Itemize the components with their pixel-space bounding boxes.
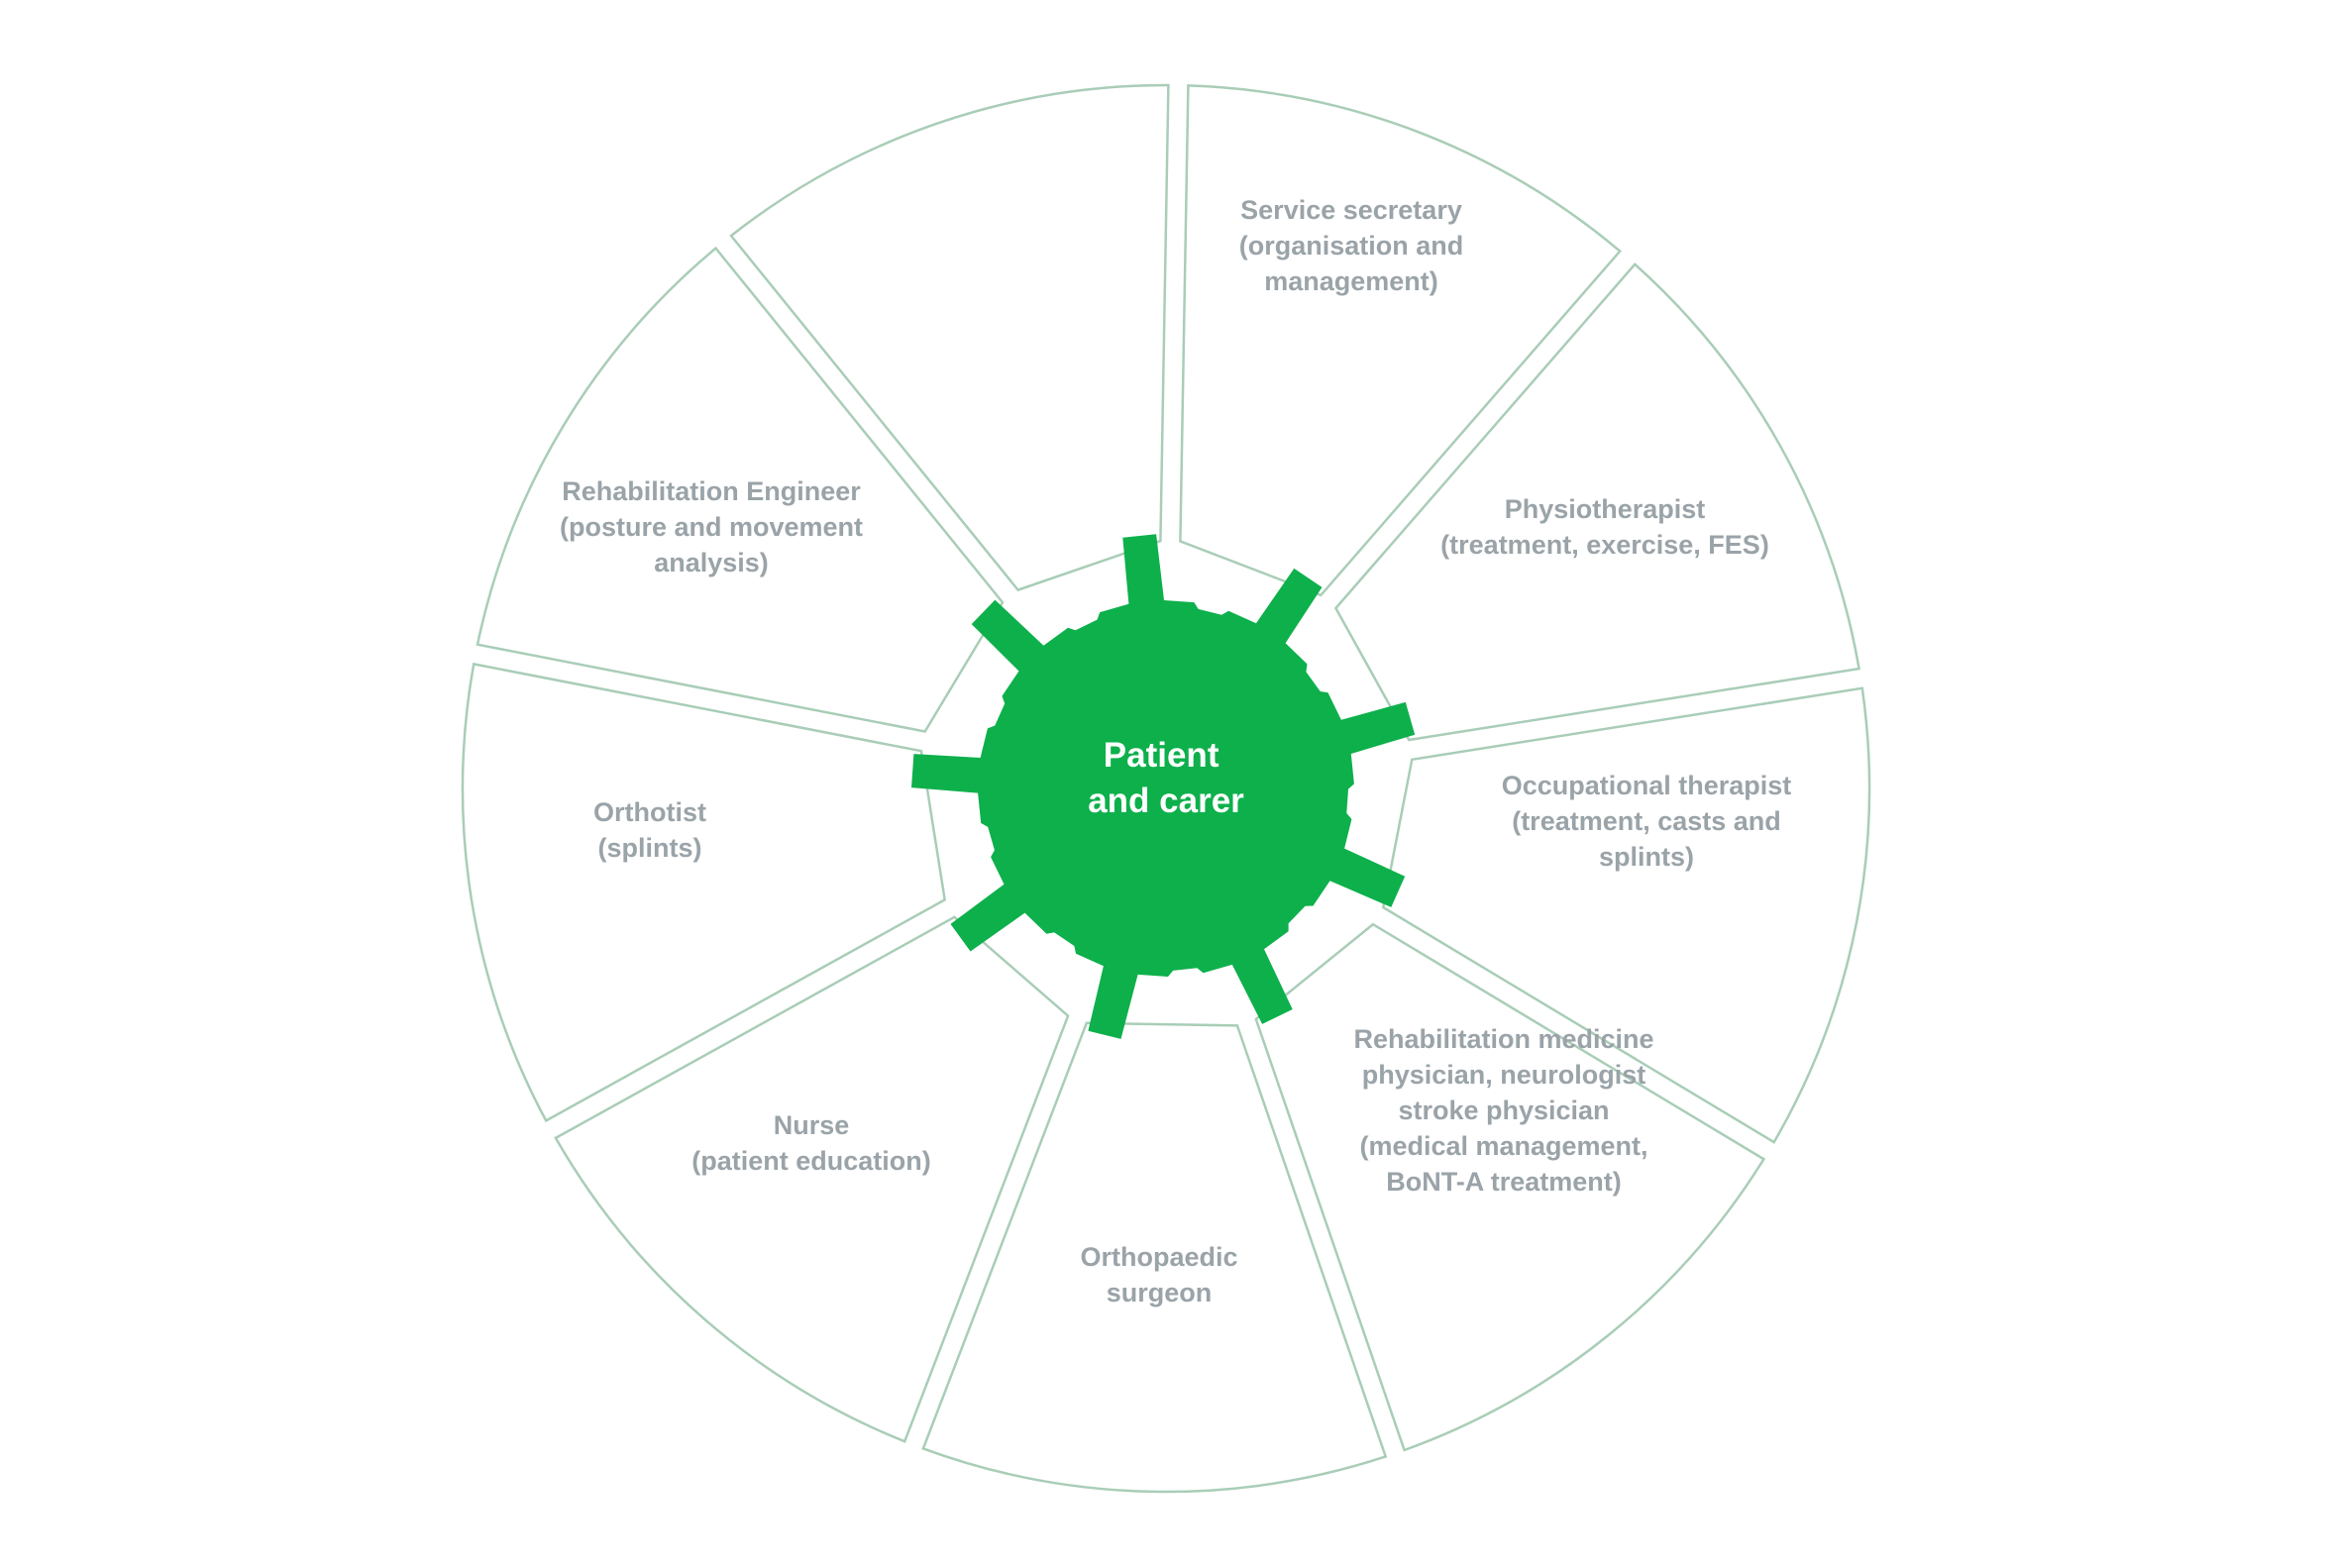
segment-label: Orthopaedic surgeon <box>1080 1242 1237 1307</box>
segment-outline <box>461 662 947 1123</box>
segment-outline <box>729 83 1170 592</box>
segment-label-line: Service secretary <box>1240 195 1462 225</box>
segment-occupational-therapist: Occupational therapist (treatment, casts … <box>1254 771 1792 1452</box>
segment-label-line: (patient education) <box>691 1146 931 1176</box>
ring-segments: Community therapistand nurses(longer-ter… <box>461 83 1871 1494</box>
segment-label: Rehabilitation Engineer (posture and move… <box>560 476 863 577</box>
segment-physiotherapist: Physiotherapist (treatment, exercise, FES… <box>1381 494 1871 1144</box>
segment-label: Physiotherapist (treatment, exercise, FES… <box>1440 494 1769 560</box>
segment-label-line: (treatment, casts and <box>1512 806 1781 836</box>
segment-orthotist: Orthotist (splints) <box>476 246 1005 863</box>
segment-label-line: BoNT-A treatment) <box>1386 1167 1622 1197</box>
segment-label: Occupational therapist (treatment, casts … <box>1502 771 1792 872</box>
hub: Patient and carer <box>911 534 1416 1039</box>
segment-label-line: physician, neurologist <box>1362 1060 1646 1090</box>
segment-label-line: Nurse <box>774 1110 850 1140</box>
segment-service-secretary: Service secretary (organisation and manage… <box>1239 195 1861 742</box>
segment-label-line: splints) <box>1599 842 1694 872</box>
segment-outline <box>1333 262 1861 742</box>
segment-label-line: Rehabilitation medicine <box>1353 1024 1653 1054</box>
segment-label-line: Orthotist <box>593 797 706 827</box>
segment-orthopaedic-surgeon: Orthopaedic surgeon <box>554 915 1238 1443</box>
segment-label-line: (treatment, exercise, FES) <box>1440 530 1769 560</box>
segment-rehabilitation-engineer: Rehabilitation Engineer (posture and move… <box>560 83 1170 592</box>
segment-outline <box>476 246 1005 733</box>
segment-nurse: Nurse (patient education) <box>461 662 947 1176</box>
segment-label-line: Orthopaedic <box>1080 1242 1237 1272</box>
segment-outline <box>1381 686 1871 1144</box>
segment-label-line: management) <box>1264 266 1438 296</box>
segment-label-line: (splints) <box>598 833 702 863</box>
patient-hub-gear <box>911 534 1416 1039</box>
hub-label: Patient and carer <box>1088 736 1244 820</box>
segment-label: Service secretary (organisation and manage… <box>1239 195 1464 296</box>
segment-outline <box>1179 84 1622 597</box>
segment-outline <box>554 915 1070 1443</box>
segment-label-line: Rehabilitation Engineer <box>562 476 861 506</box>
segment-label-line: (medical management, <box>1359 1131 1647 1161</box>
segment-label: Rehabilitation medicine physician, neurol… <box>1353 1024 1653 1197</box>
segment-label-line: Physiotherapist <box>1505 494 1706 524</box>
segment-label: Orthotist (splints) <box>593 797 706 863</box>
hub-label-line: Patient <box>1104 736 1220 775</box>
hub-label-line: and carer <box>1088 782 1244 820</box>
segment-label-line: analysis) <box>654 548 769 577</box>
segment-label-line: surgeon <box>1107 1278 1213 1307</box>
segment-rehabilitation-medicine: Rehabilitation medicine physician, neurol… <box>921 1021 1654 1494</box>
segment-label: Nurse (patient education) <box>691 1110 931 1176</box>
segment-label-line: Occupational therapist <box>1502 771 1792 800</box>
segment-outline <box>1254 922 1766 1452</box>
segment-label-line: (posture and movement <box>560 512 863 542</box>
segment-outline <box>921 1021 1388 1494</box>
segment-label-line: stroke physician <box>1398 1096 1609 1125</box>
segment-label-line: (organisation and <box>1239 231 1464 261</box>
